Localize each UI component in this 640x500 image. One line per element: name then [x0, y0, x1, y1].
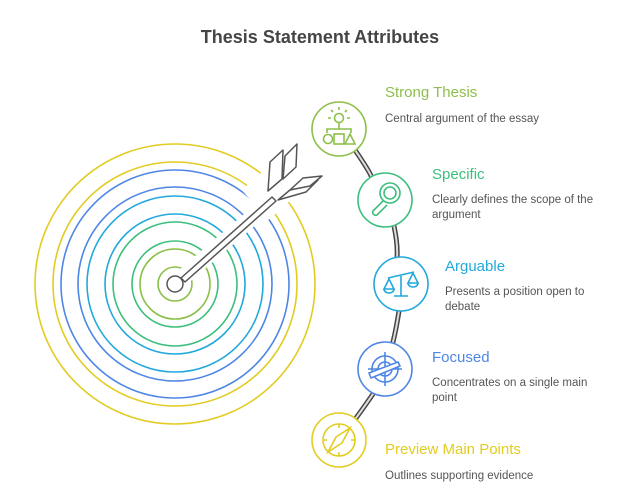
magnifier-icon — [357, 172, 413, 228]
item-title-strong-thesis: Strong Thesis — [385, 84, 478, 101]
item-title-focused: Focused — [432, 349, 490, 366]
scales-icon — [373, 256, 429, 312]
arrow-icon — [166, 143, 323, 293]
item-desc-preview-main-points: Outlines supporting evidence — [385, 470, 534, 482]
item-title-specific: Specific — [432, 166, 485, 183]
item-desc-specific: Clearly defines the scope of the argumen… — [432, 194, 594, 221]
item-title-preview-main-points: Preview Main Points — [385, 441, 521, 458]
item-desc-strong-thesis: Central argument of the essay — [385, 113, 540, 125]
diagram-title: Thesis Statement Attributes — [200, 27, 440, 47]
compass-icon — [311, 412, 367, 468]
idea-hierarchy-icon — [311, 101, 367, 157]
target-icon — [357, 341, 413, 397]
item-desc-arguable: Presents a position open to debate — [445, 286, 585, 313]
item-title-arguable: Arguable — [445, 258, 506, 275]
item-desc-focused: Concentrates on a single main point — [432, 377, 588, 404]
target-rings-icon — [34, 143, 316, 425]
